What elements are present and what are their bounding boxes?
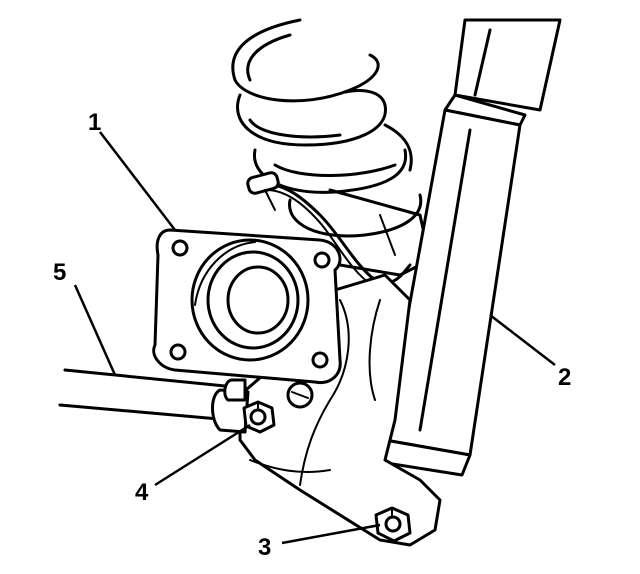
shock-absorber <box>378 18 562 477</box>
leader-4 <box>154 423 251 487</box>
hub-flange <box>152 228 342 385</box>
leader-2 <box>489 314 556 366</box>
callout-labels: 1 2 3 4 5 <box>53 109 571 561</box>
brake-line <box>246 171 412 286</box>
leader-lines <box>73 131 556 545</box>
axle-bolt-nut <box>242 400 276 434</box>
callout-2: 2 <box>558 364 571 391</box>
callout-5: 5 <box>53 259 66 286</box>
axle-beam <box>58 368 250 434</box>
knuckle-arm <box>238 273 442 547</box>
leader-3 <box>281 523 381 545</box>
callout-3: 3 <box>258 534 271 561</box>
lower-bolt-nut <box>374 506 412 543</box>
leader-5 <box>73 284 117 376</box>
coil-spring <box>231 18 423 238</box>
leader-1 <box>99 131 176 231</box>
callout-1: 1 <box>88 109 101 136</box>
callout-4: 4 <box>135 479 149 506</box>
